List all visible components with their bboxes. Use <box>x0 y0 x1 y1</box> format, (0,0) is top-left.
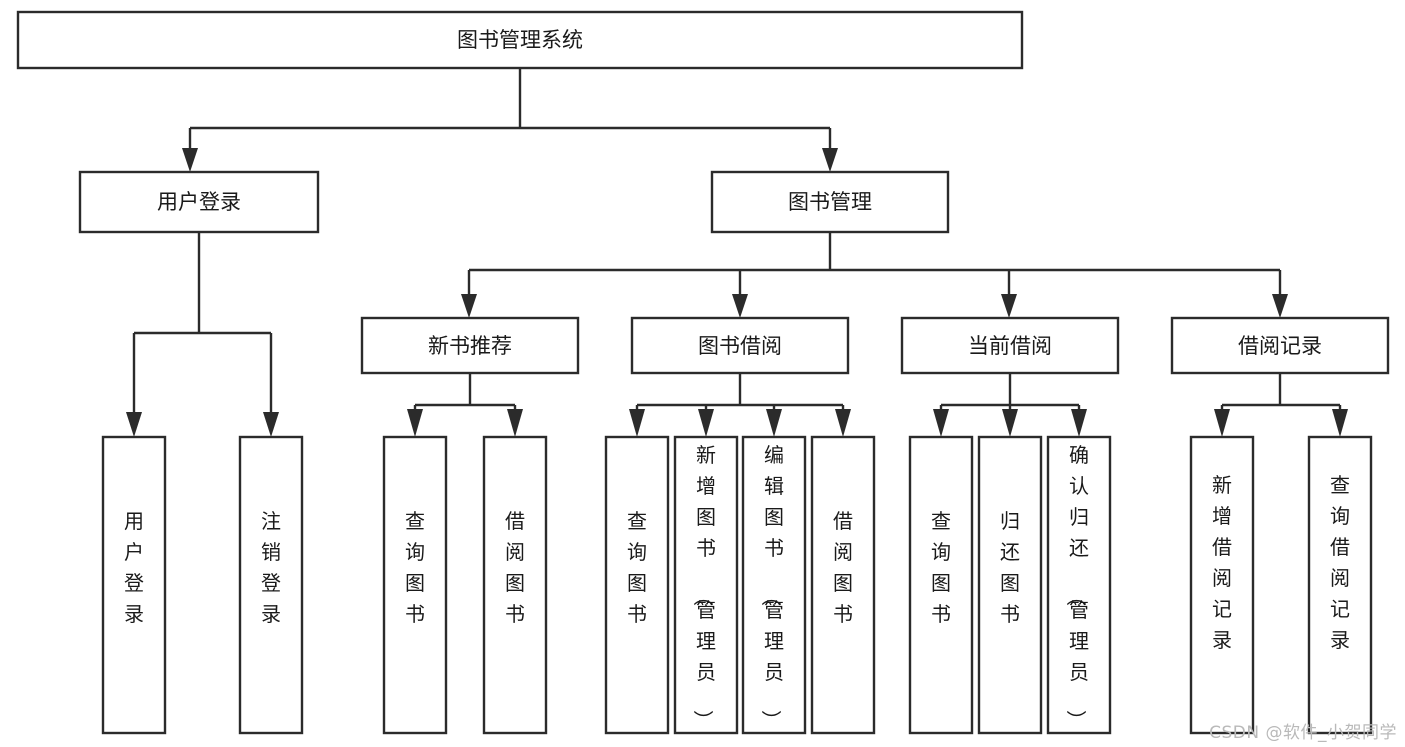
node-leaf-borrow-book-2[interactable]: 借阅图书 <box>810 435 876 735</box>
node-leaf-user-login-label: 用户登录 <box>124 509 144 626</box>
node-leaf-query-record[interactable]: 查询借阅记录 <box>1307 435 1373 735</box>
node-book-manage[interactable]: 图书管理 <box>710 170 950 234</box>
node-leaf-edit-book-label: 编辑图书（管理员） <box>759 443 784 730</box>
node-book-borrow-box[interactable] <box>630 316 850 375</box>
node-new-book-rec-box[interactable] <box>360 316 580 375</box>
node-root-box[interactable] <box>16 10 1024 70</box>
node-leaf-confirm-return-label: 确认归还（管理员） <box>1064 443 1089 730</box>
node-book-manage-label: 图书管理 <box>788 190 872 214</box>
arrow-to-leaf-query-book-3 <box>933 409 949 437</box>
arrow-to-leaf-user-login <box>126 412 142 437</box>
node-leaf-add-book[interactable]: 新增图书（管理员） <box>673 435 739 735</box>
arrow-to-current-borrow <box>1001 294 1017 318</box>
node-leaf-borrow-book-1-label: 借阅图书 <box>505 509 525 626</box>
node-layer: 图书管理系统 用户登录 图书管理 新书推荐 图书借阅 <box>16 10 1390 735</box>
node-leaf-query-book-1[interactable]: 查询图书 <box>382 435 448 735</box>
arrow-to-leaf-confirm-return <box>1071 409 1087 437</box>
node-leaf-return-book-box[interactable] <box>977 435 1043 735</box>
node-leaf-query-book-3-label: 查询图书 <box>931 509 951 626</box>
node-leaf-return-book-label: 归还图书 <box>1000 509 1020 626</box>
node-borrow-record-label: 借阅记录 <box>1238 334 1322 358</box>
arrow-to-leaf-query-record <box>1332 409 1348 437</box>
node-leaf-add-record-label: 新增借阅记录 <box>1212 473 1232 652</box>
node-leaf-add-book-label: 新增图书（管理员） <box>691 443 716 730</box>
arrow-to-leaf-add-record <box>1214 409 1230 437</box>
arrow-to-leaf-query-book-2 <box>629 409 645 437</box>
node-leaf-user-login[interactable]: 用户登录 <box>101 435 167 735</box>
node-book-borrow[interactable]: 图书借阅 <box>630 316 850 375</box>
node-leaf-confirm-return-box[interactable] <box>1046 435 1112 735</box>
node-leaf-borrow-book-2-box[interactable] <box>810 435 876 735</box>
node-book-manage-box[interactable] <box>710 170 950 234</box>
node-leaf-borrow-book-2-label: 借阅图书 <box>833 509 853 626</box>
node-borrow-record[interactable]: 借阅记录 <box>1170 316 1390 375</box>
node-leaf-query-record-box[interactable] <box>1307 435 1373 735</box>
arrow-to-leaf-query-book-1 <box>407 409 423 437</box>
arrow-to-leaf-borrow-book-2 <box>835 409 851 437</box>
arrow-to-leaf-add-book <box>698 409 714 437</box>
node-leaf-edit-book[interactable]: 编辑图书（管理员） <box>741 435 807 735</box>
arrow-to-leaf-borrow-book-1 <box>507 409 523 437</box>
node-leaf-user-login-box[interactable] <box>101 435 167 735</box>
arrow-to-leaf-return-book <box>1002 409 1018 437</box>
node-leaf-query-book-2[interactable]: 查询图书 <box>604 435 670 735</box>
node-user-login[interactable]: 用户登录 <box>78 170 320 234</box>
arrow-root-to-user-login <box>182 148 198 172</box>
node-leaf-borrow-book-1[interactable]: 借阅图书 <box>482 435 548 735</box>
node-leaf-query-book-1-label: 查询图书 <box>405 509 425 626</box>
arrow-to-new-book-rec <box>461 294 477 318</box>
node-leaf-query-book-2-box[interactable] <box>604 435 670 735</box>
node-current-borrow-label: 当前借阅 <box>968 334 1052 358</box>
connector-layer <box>126 68 1348 437</box>
node-user-login-box[interactable] <box>78 170 320 234</box>
node-leaf-query-record-label: 查询借阅记录 <box>1330 473 1350 652</box>
arrow-to-book-borrow <box>732 294 748 318</box>
arrow-to-leaf-edit-book <box>766 409 782 437</box>
node-borrow-record-box[interactable] <box>1170 316 1390 375</box>
arrow-root-to-book-manage <box>822 148 838 172</box>
node-leaf-query-book-1-box[interactable] <box>382 435 448 735</box>
node-leaf-return-book[interactable]: 归还图书 <box>977 435 1043 735</box>
node-new-book-rec[interactable]: 新书推荐 <box>360 316 580 375</box>
node-leaf-query-book-3[interactable]: 查询图书 <box>908 435 974 735</box>
node-leaf-edit-book-box[interactable] <box>741 435 807 735</box>
node-leaf-query-book-2-label: 查询图书 <box>627 509 647 626</box>
node-user-login-label: 用户登录 <box>157 190 241 214</box>
node-leaf-user-logout-label: 注销登录 <box>261 509 281 626</box>
node-leaf-borrow-book-1-box[interactable] <box>482 435 548 735</box>
node-leaf-add-book-box[interactable] <box>673 435 739 735</box>
node-current-borrow-box[interactable] <box>900 316 1120 375</box>
node-leaf-add-record-box[interactable] <box>1189 435 1255 735</box>
node-current-borrow[interactable]: 当前借阅 <box>900 316 1120 375</box>
node-leaf-add-record[interactable]: 新增借阅记录 <box>1189 435 1255 735</box>
node-root[interactable]: 图书管理系统 <box>16 10 1024 70</box>
arrow-to-leaf-user-logout <box>263 412 279 437</box>
node-root-label: 图书管理系统 <box>457 28 583 52</box>
node-new-book-rec-label: 新书推荐 <box>428 334 512 358</box>
node-leaf-confirm-return[interactable]: 确认归还（管理员） <box>1046 435 1112 735</box>
node-leaf-query-book-3-box[interactable] <box>908 435 974 735</box>
node-leaf-user-logout-box[interactable] <box>238 435 304 735</box>
node-book-borrow-label: 图书借阅 <box>698 334 782 358</box>
node-leaf-user-logout[interactable]: 注销登录 <box>238 435 304 735</box>
arrow-to-borrow-record <box>1272 294 1288 318</box>
